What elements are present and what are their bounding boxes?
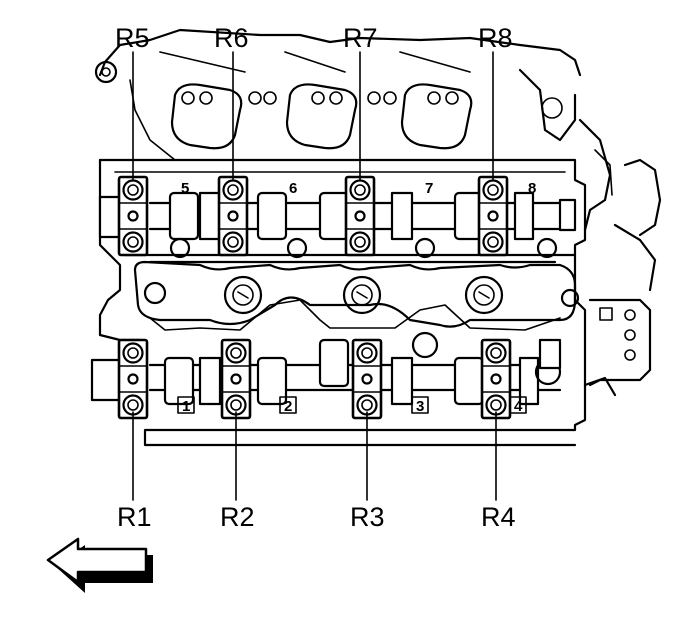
callout-r1: R1 (117, 502, 152, 532)
upper-callouts: R5 R6 R7 R8 (115, 23, 513, 53)
lower-callouts: R1 R2 R3 R4 (117, 502, 516, 532)
callout-r8: R8 (478, 23, 513, 53)
journal-number-8: 8 (528, 180, 536, 197)
callout-r6: R6 (214, 23, 249, 53)
cap-bolt-r2-2 (230, 373, 242, 385)
right-side-bracket (583, 298, 652, 397)
callout-leader-lines (132, 51, 497, 501)
cap-bolt-r7-3 (349, 231, 371, 253)
cap-bolt-r5-3 (122, 231, 144, 253)
cap-bolt-r7-2 (354, 210, 366, 222)
callout-r5: R5 (115, 23, 150, 53)
cap-bolt-r3-2 (361, 373, 373, 385)
cap-bolt-r4-2 (490, 373, 502, 385)
cap-bolt-r1-1 (122, 342, 144, 364)
cam-cap-r5 (117, 175, 149, 257)
cap-bolt-r4-1 (485, 342, 507, 364)
journal-number-6: 6 (289, 180, 297, 197)
cap-bolt-r1-2 (127, 373, 139, 385)
cap-bolt-r5-2 (127, 210, 139, 222)
journal-number-1: 1 (182, 398, 190, 415)
callout-r7: R7 (343, 23, 378, 53)
journal-number-3: 3 (416, 398, 424, 415)
upper-journal-numbers: 5 6 7 8 (181, 180, 536, 197)
journal-number-2: 2 (284, 398, 292, 415)
callout-r2: R2 (220, 502, 255, 532)
upper-cam-caps (117, 175, 509, 257)
cam-cap-r4 (480, 338, 512, 420)
cap-bolt-r6-3 (222, 231, 244, 253)
cap-bolt-r8-2 (487, 210, 499, 222)
journal-number-7: 7 (425, 180, 433, 197)
callout-r3: R3 (350, 502, 385, 532)
cam-cap-r6 (217, 175, 249, 257)
cylinder-head-upper-outline (94, 28, 662, 292)
cam-cap-r7 (344, 175, 376, 257)
callout-r4: R4 (481, 502, 516, 532)
cap-bolt-r3-1 (356, 342, 378, 364)
cam-housing-outline (98, 158, 587, 447)
lower-journal-numbers: 1 2 3 4 (177, 396, 527, 415)
left-arrow-icon (46, 537, 153, 593)
cam-cap-r8 (477, 175, 509, 257)
cam-cap-r2 (220, 338, 252, 420)
journal-number-4: 4 (514, 398, 523, 415)
journal-number-5: 5 (181, 180, 189, 197)
cam-cap-r1 (117, 338, 149, 420)
cam-cap-r3 (351, 338, 383, 420)
cap-bolt-r2-1 (225, 342, 247, 364)
lower-camshaft (90, 331, 562, 406)
cap-bolt-r6-2 (227, 210, 239, 222)
cap-bolt-r8-3 (482, 231, 504, 253)
